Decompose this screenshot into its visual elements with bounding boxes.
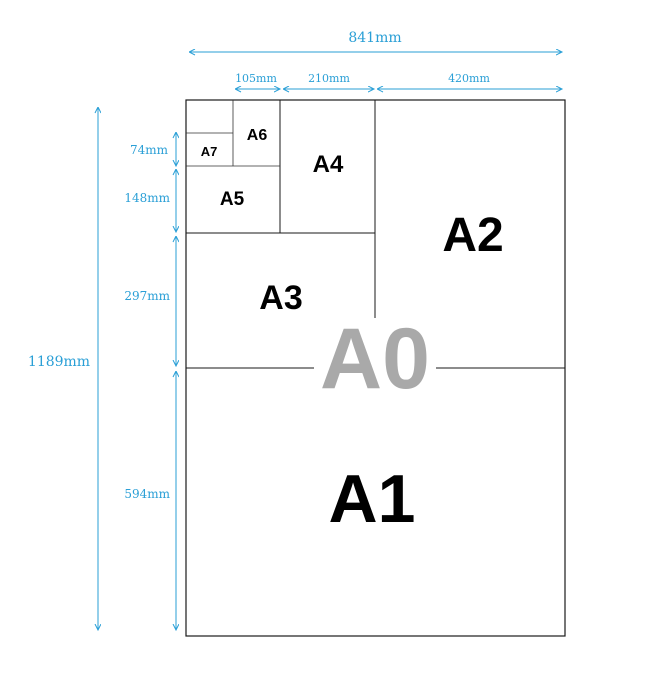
- height-148-label: 148mm: [124, 191, 170, 205]
- height-594-label: 594mm: [124, 487, 170, 501]
- a3-label: A3: [259, 279, 302, 317]
- width-dimensions: [189, 52, 562, 89]
- height-297-label: 297mm: [124, 289, 170, 303]
- a4-label: A4: [313, 151, 344, 178]
- a7-label: A7: [201, 144, 218, 159]
- a0-label: A0: [320, 311, 430, 407]
- height-dimensions: [98, 107, 176, 630]
- a2-label: A2: [442, 209, 503, 262]
- height-74-label: 74mm: [130, 143, 169, 157]
- width-210-label: 210mm: [308, 72, 350, 85]
- a1-label: A1: [329, 461, 416, 537]
- total-height-label: 1189mm: [28, 354, 90, 370]
- width-105-label: 105mm: [235, 72, 277, 85]
- a6-label: A6: [247, 127, 268, 144]
- width-420-label: 420mm: [448, 72, 490, 85]
- a0-label-knockout: [314, 318, 436, 394]
- total-width-label: 841mm: [348, 30, 401, 46]
- a5-label: A5: [220, 189, 245, 210]
